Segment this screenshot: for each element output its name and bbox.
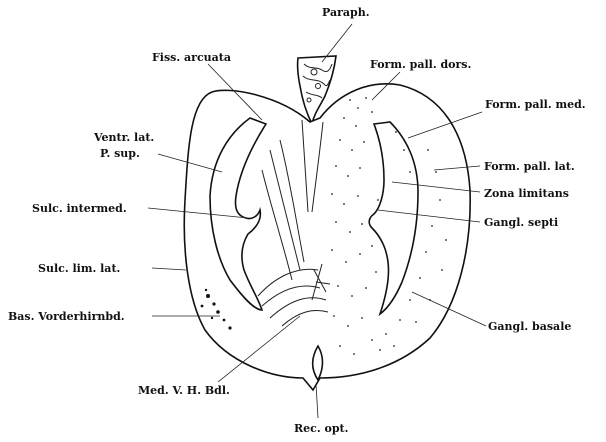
- label-form-pall-med: Form. pall. med.: [485, 98, 586, 111]
- label-p-sup: P. sup.: [100, 147, 140, 160]
- label-zona-limitans: Zona limitans: [484, 187, 569, 200]
- label-ventr-lat: Ventr. lat.: [93, 131, 154, 144]
- label-sulc-intermed: Sulc. intermed.: [32, 202, 127, 215]
- label-rec-opt: Rec. opt.: [294, 422, 348, 435]
- label-med-v-h-bdl: Med. V. H. Bdl.: [138, 384, 230, 397]
- label-form-pall-lat: Form. pall. lat.: [484, 160, 575, 173]
- label-bas-vorderhirnbd: Bas. Vorderhirnbd.: [8, 310, 125, 323]
- label-paraph: Paraph.: [322, 6, 370, 19]
- label-gangl-basale: Gangl. basale: [488, 320, 571, 333]
- label-form-pall-dors: Form. pall. dors.: [370, 58, 471, 71]
- label-fiss-arcuata: Fiss. arcuata: [152, 51, 231, 64]
- label-gangl-septi: Gangl. septi: [484, 216, 558, 229]
- label-sulc-lim-lat: Sulc. lim. lat.: [38, 262, 120, 275]
